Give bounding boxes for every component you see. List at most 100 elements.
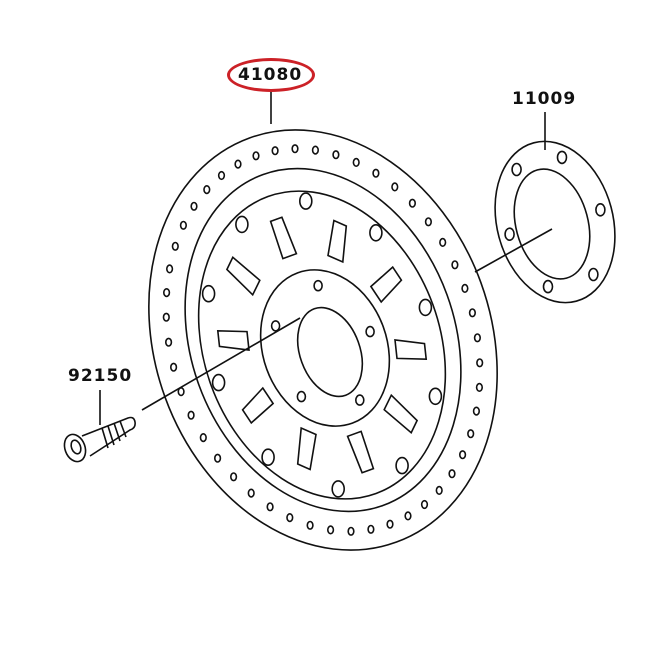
vent-hole — [327, 525, 335, 535]
vent-hole — [187, 410, 195, 420]
leader-line-gasket-axis — [474, 228, 553, 273]
carrier-slot — [369, 265, 403, 304]
disc-outer-edge — [148, 129, 498, 551]
vent-hole — [476, 358, 484, 368]
vent-hole — [472, 406, 481, 416]
vent-hole — [435, 485, 443, 496]
hub-bolt-holes — [270, 279, 375, 406]
carrier-slot — [225, 256, 261, 297]
vent-hole — [372, 168, 380, 178]
carrier-slot — [346, 430, 375, 474]
bolt-head — [63, 433, 87, 463]
gasket-hole — [588, 267, 599, 282]
gasket-hole — [511, 162, 522, 177]
floating-rivet — [211, 373, 226, 392]
carrier-slot — [296, 426, 317, 471]
vent-hole — [408, 198, 417, 208]
vent-hole — [332, 150, 340, 160]
vent-hole — [475, 382, 484, 393]
carrier-slot — [327, 219, 348, 264]
vent-hole — [199, 433, 207, 443]
vent-hole — [459, 450, 467, 460]
carrier-slot — [241, 386, 275, 425]
vent-hole — [170, 362, 178, 372]
vent-hole — [247, 488, 255, 498]
bolt-thread-3 — [113, 422, 121, 442]
carrier-slot — [216, 329, 250, 352]
hub-flange — [259, 269, 391, 427]
vent-hole — [420, 499, 429, 510]
bolt-thread-2 — [107, 425, 115, 446]
floating-rivet — [235, 215, 249, 234]
floating-rivet — [369, 224, 383, 242]
hub-hole — [296, 390, 307, 403]
disc-carrier-edge — [197, 190, 447, 500]
disc-vent-holes — [162, 144, 484, 536]
vent-hole — [286, 512, 294, 523]
vent-hole — [347, 526, 355, 536]
vent-hole — [461, 283, 469, 294]
vent-hole — [386, 519, 394, 529]
carrier-slot — [383, 393, 419, 434]
vent-hole — [271, 146, 279, 156]
vent-hole — [179, 220, 187, 230]
vent-hole — [352, 157, 360, 167]
part-number-disc[interactable]: 41080 — [238, 65, 303, 85]
bolt[interactable] — [61, 416, 136, 465]
vent-hole — [217, 170, 226, 181]
vent-hole — [439, 237, 447, 247]
vent-hole — [203, 185, 211, 195]
vent-hole — [391, 182, 399, 192]
gasket[interactable] — [478, 128, 632, 316]
floating-rivet — [331, 480, 346, 498]
vent-hole — [230, 472, 238, 482]
gasket-hole — [542, 279, 554, 294]
bolt-head-recess — [70, 439, 82, 455]
bolt-thread-1 — [101, 427, 109, 449]
vent-hole — [165, 337, 173, 347]
disc-inner-edge — [184, 167, 462, 513]
vent-hole — [291, 144, 299, 154]
floating-rivet — [418, 298, 433, 317]
vent-hole — [234, 159, 242, 169]
vent-hole — [266, 502, 274, 512]
hub-hole — [354, 394, 365, 406]
bolt-shank — [81, 416, 136, 457]
gasket-inner-edge — [513, 168, 591, 280]
floating-rivet — [298, 192, 313, 210]
vent-hole — [404, 511, 412, 521]
hub-hole — [270, 320, 281, 332]
vent-hole — [163, 288, 171, 298]
vent-hole — [306, 520, 314, 530]
vent-hole — [448, 469, 456, 479]
vent-hole — [424, 217, 433, 227]
vent-hole — [252, 151, 260, 161]
part-number-gasket[interactable]: 11009 — [512, 89, 577, 109]
floating-rivet — [428, 387, 443, 406]
hub-hole — [313, 279, 323, 292]
gasket-outer-edge — [494, 140, 616, 304]
gasket-hole — [595, 203, 606, 217]
vent-hole — [367, 524, 375, 534]
carrier-slot — [394, 338, 428, 361]
floating-rivet — [261, 448, 275, 467]
carrier-cutouts — [216, 216, 428, 474]
bolt-thread-4 — [119, 420, 127, 438]
gasket-hole — [504, 227, 515, 241]
leader-line-bolt-axis — [141, 317, 301, 411]
floating-rivets — [201, 192, 443, 498]
vent-hole — [162, 312, 170, 322]
vent-hole — [311, 145, 320, 155]
vent-hole — [190, 201, 198, 211]
hub-hole — [365, 325, 375, 338]
vent-hole — [467, 429, 475, 439]
highlight-ring — [227, 58, 315, 92]
brake-disc[interactable] — [92, 81, 555, 600]
gasket-hole — [556, 150, 568, 165]
vent-hole — [214, 453, 222, 463]
hub-center-bore — [296, 306, 364, 398]
vent-hole — [468, 308, 477, 318]
floating-rivet — [395, 456, 409, 475]
part-number-bolt[interactable]: 92150 — [68, 366, 133, 386]
